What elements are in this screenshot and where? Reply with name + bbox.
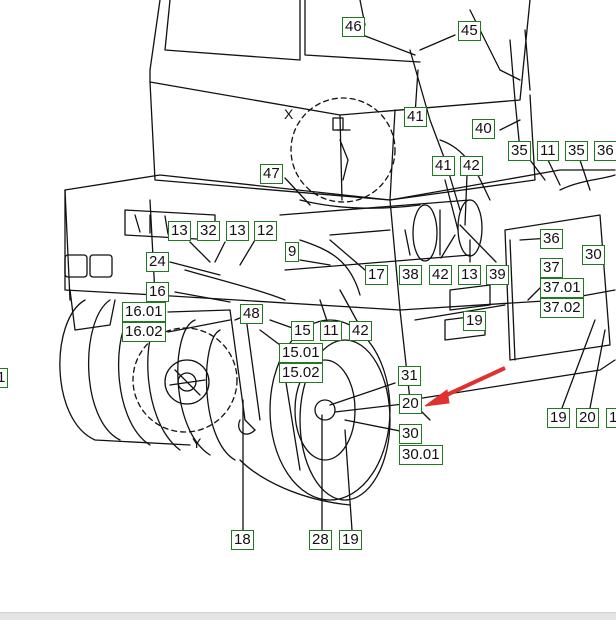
callout-20: 20 [399, 394, 422, 414]
red-arrow [424, 366, 506, 407]
callout-39: 39 [486, 265, 509, 285]
callout-11: 11 [320, 321, 342, 341]
callout-30: 30 [399, 424, 422, 444]
callout-19: 19 [547, 408, 570, 428]
bottom-strip [0, 612, 616, 620]
detail-y-letter: Y [192, 435, 202, 451]
callout-12: 12 [254, 221, 277, 241]
callout-48: 48 [240, 304, 263, 324]
cab-frame [149, 0, 531, 116]
callout-15-02: 15.02 [279, 363, 323, 383]
callout-13: 13 [458, 265, 481, 285]
detail-circle-x [290, 97, 396, 203]
callout-9: 9 [285, 242, 300, 262]
callout-13: 13 [168, 221, 191, 241]
callout-42: 42 [349, 321, 372, 341]
callout-47: 47 [260, 164, 283, 184]
callout-41: 41 [404, 107, 427, 127]
callout-24: 24 [146, 252, 169, 272]
callout-17: 17 [365, 265, 388, 285]
callout-35: 35 [565, 141, 588, 161]
callout-20: 20 [576, 408, 599, 428]
callout-38: 38 [399, 265, 422, 285]
callout-16-02: 16.02 [122, 322, 166, 342]
callout-42: 42 [460, 156, 483, 176]
callout-19: 19 [339, 530, 362, 550]
callout-31: 31 [398, 366, 421, 386]
callout-42: 42 [429, 265, 452, 285]
callout-35: 35 [508, 141, 531, 161]
fuel-tank [279, 199, 471, 271]
callout-46: 46 [342, 17, 365, 37]
callout-15-01: 15.01 [279, 343, 323, 363]
callout-13: 13 [226, 221, 249, 241]
callout-30-01: 30.01 [399, 445, 443, 465]
callout-16: 16 [146, 282, 169, 302]
callout-37: 37 [540, 258, 563, 278]
callout-45: 45 [458, 21, 481, 41]
callout-15: 15 [291, 321, 314, 341]
rear-tyres [59, 299, 191, 446]
callout-16-01: 16.01 [122, 302, 166, 322]
callout-edge-left: 1 [0, 368, 9, 388]
callout-11: 11 [537, 141, 559, 161]
callout-30: 30 [582, 245, 605, 265]
callout-edge-right: 1 [606, 408, 616, 428]
callout-32: 32 [197, 221, 220, 241]
callout-36: 36 [540, 229, 563, 249]
callout-28: 28 [309, 530, 332, 550]
callout-37-02: 37.02 [540, 298, 584, 318]
detail-x-letter: X [284, 106, 294, 122]
callout-41: 41 [432, 156, 455, 176]
callout-40: 40 [472, 119, 495, 139]
callout-18: 18 [231, 530, 254, 550]
callout-37-01: 37.01 [540, 278, 584, 298]
callout-19: 19 [463, 311, 486, 331]
detail-circle-y [132, 327, 238, 433]
callout-36: 36 [594, 141, 616, 161]
